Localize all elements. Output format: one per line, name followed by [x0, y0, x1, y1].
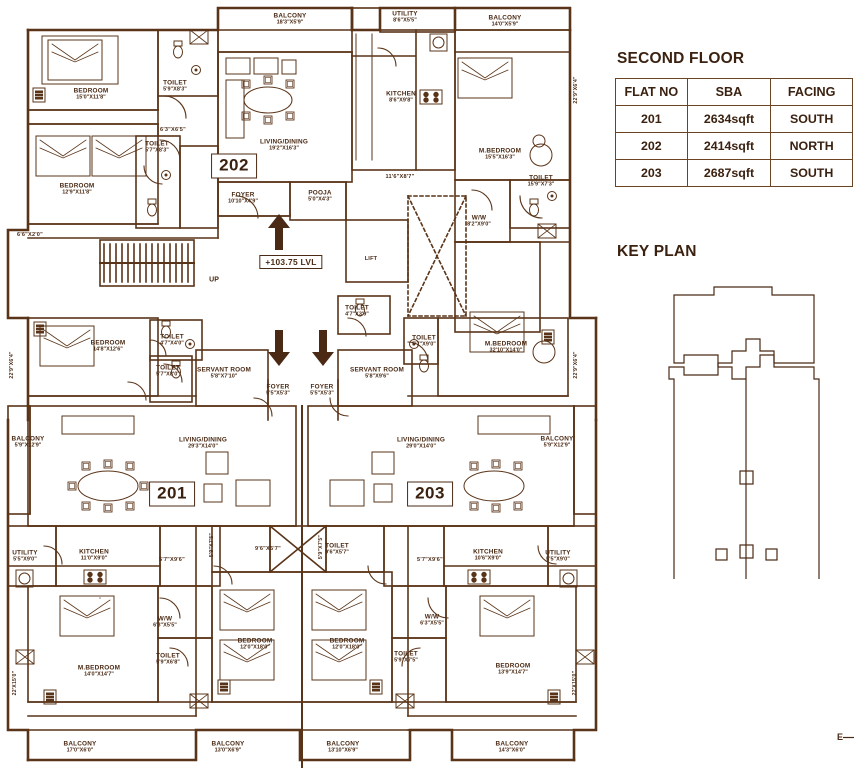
- cell-flat-no: 201: [615, 105, 688, 133]
- cell-facing: SOUTH: [770, 105, 853, 133]
- stair-up-label: UP: [209, 276, 219, 284]
- flat-badge-201: 201: [149, 481, 195, 507]
- floor-plan-svg: [6, 6, 598, 768]
- cell-sba: 2634sqft: [686, 105, 772, 133]
- table-row: 201 2634sqft SOUTH: [615, 105, 853, 133]
- key-plan-title: KEY PLAN: [617, 243, 697, 260]
- cell-facing: SOUTH: [770, 159, 853, 187]
- column-header-facing: FACING: [770, 78, 853, 106]
- direction-arrows: [268, 214, 334, 366]
- east-arrow-icon: [843, 736, 854, 739]
- table-row: 202 2414sqft NORTH: [615, 132, 853, 160]
- cell-sba: 2687sqft: [686, 159, 772, 187]
- column-header-sba: SBA: [686, 78, 772, 106]
- east-direction-marker: E: [836, 732, 844, 742]
- flat-badge-203: 203: [407, 481, 453, 507]
- floor-plan-drawing: [6, 6, 598, 768]
- cell-flat-no: 202: [615, 132, 688, 160]
- flat-badge-202: 202: [211, 153, 257, 179]
- key-plan-diagram: [668, 286, 820, 579]
- column-header-flat-no: FLAT NO: [615, 78, 688, 106]
- cell-flat-no: 203: [615, 159, 688, 187]
- cell-facing: NORTH: [770, 132, 853, 160]
- table-header-row: FLAT NO SBA FACING: [615, 78, 853, 106]
- flats-table: FLAT NO SBA FACING 201 2634sqft SOUTH 20…: [615, 78, 853, 187]
- info-panel: SECOND FLOOR FLAT NO SBA FACING 201 2634…: [612, 0, 854, 768]
- second-floor-title: SECOND FLOOR: [617, 50, 745, 67]
- table-row: 203 2687sqft SOUTH: [615, 159, 853, 187]
- cell-sba: 2414sqft: [686, 132, 772, 160]
- level-marker: +103.75 LVL: [259, 255, 323, 269]
